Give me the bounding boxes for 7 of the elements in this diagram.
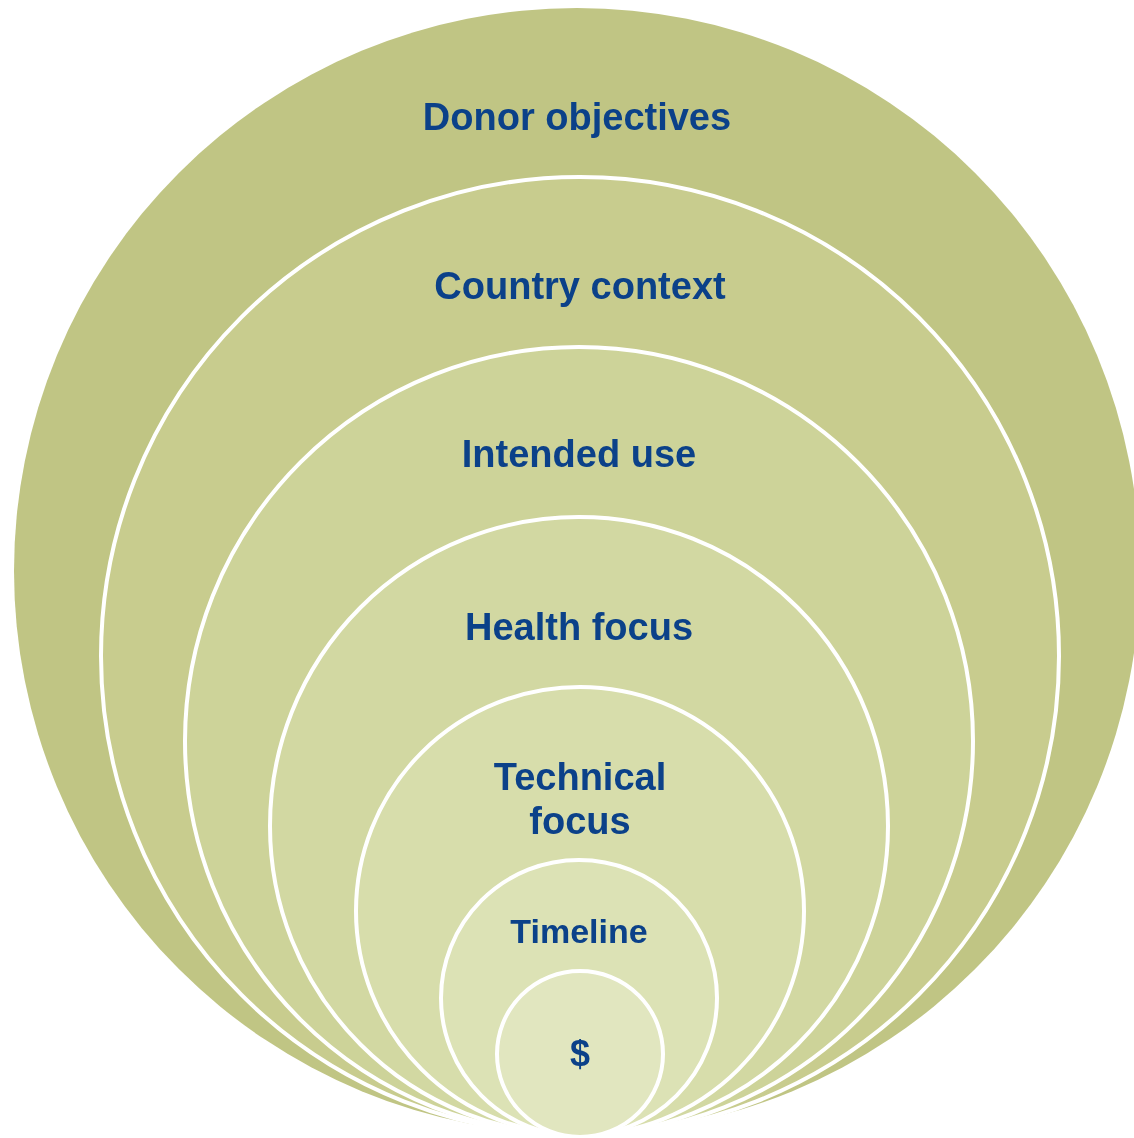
circle-label: Technical focus xyxy=(492,756,668,844)
circle-label: $ xyxy=(570,1033,590,1075)
circle-label: Health focus xyxy=(465,606,693,650)
circle-label: Timeline xyxy=(510,912,648,952)
circle-label: Donor objectives xyxy=(422,96,732,140)
circle-label: Intended use xyxy=(461,433,697,477)
circle-label: Country context xyxy=(434,265,726,309)
